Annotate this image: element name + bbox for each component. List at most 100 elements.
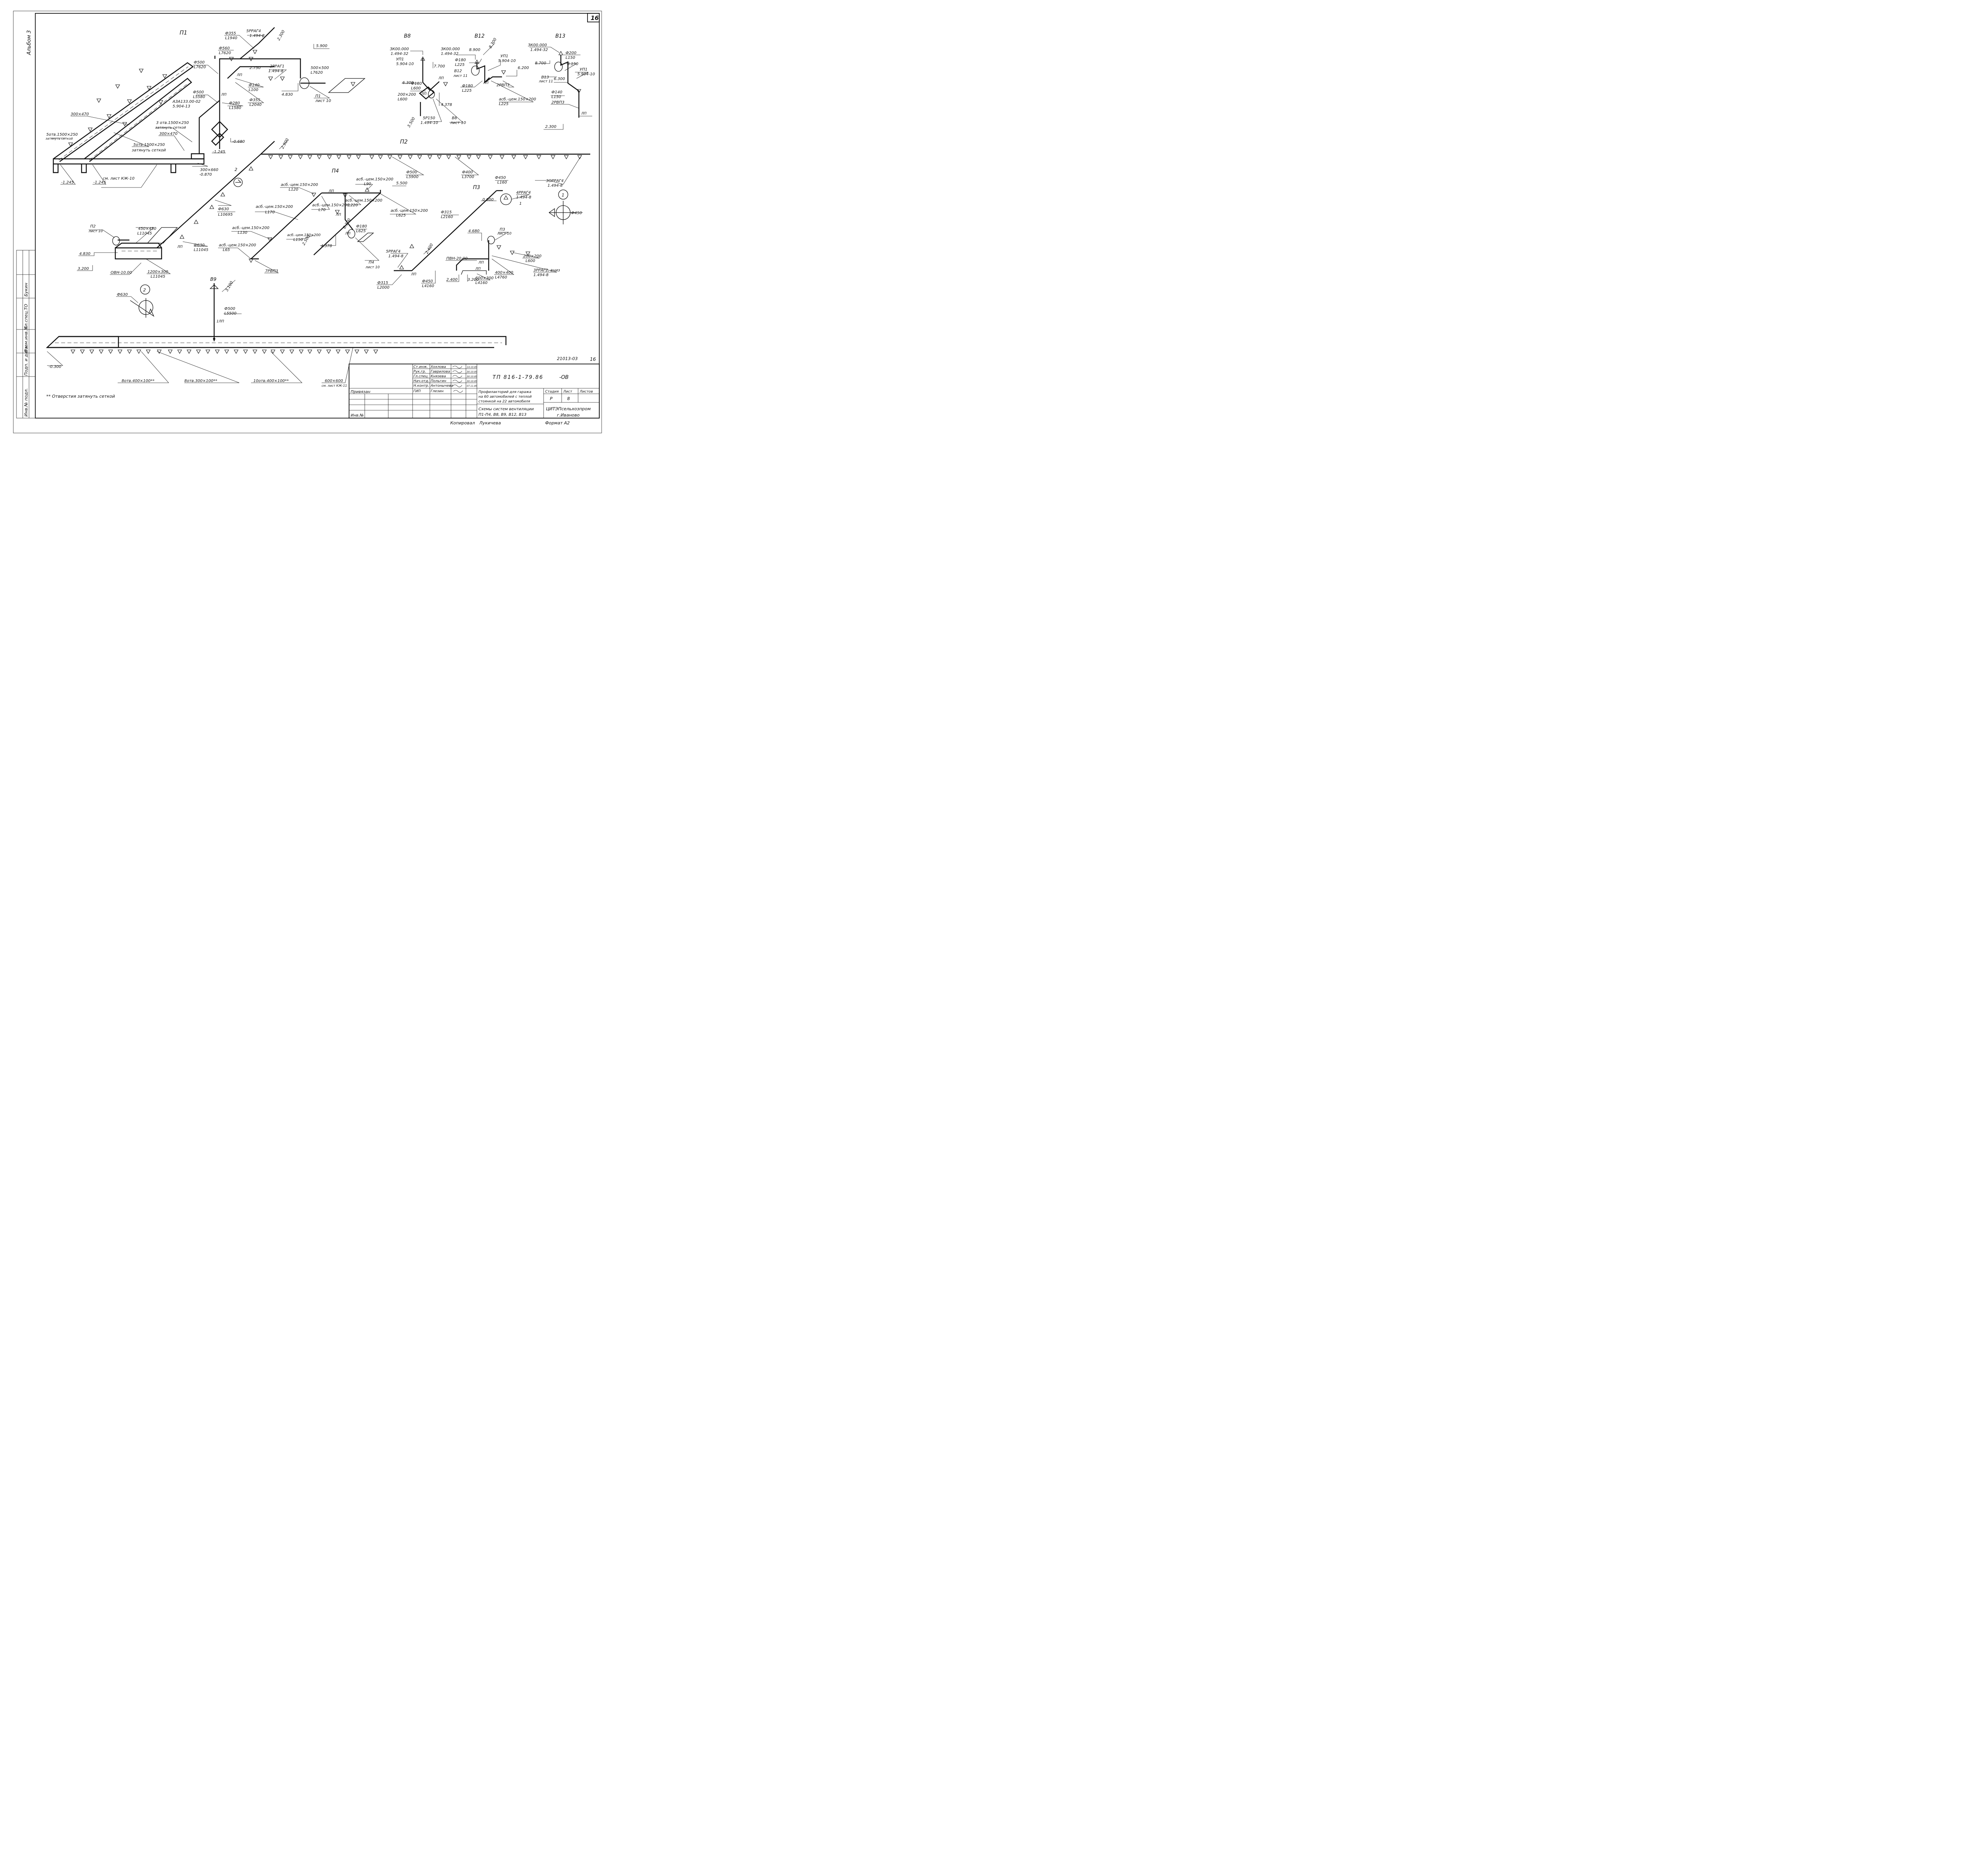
- p3-label-9: П3: [500, 227, 505, 232]
- p1-label-4: 2.300: [277, 29, 286, 41]
- project-line-1: на 60 автомобилей с теплой: [478, 395, 532, 399]
- p1-label-20: ЛП: [221, 93, 227, 97]
- project-line-2: стоянкой на 22 автомобиля: [478, 400, 530, 404]
- stage-header: Стадия: [545, 390, 559, 394]
- p4-label-21: L150: [293, 238, 303, 242]
- system-p4: П4 асб.-цем.150×200 L120 асб.-цем.150×20…: [218, 168, 428, 273]
- staff-date-1: 30.10.85: [467, 371, 477, 373]
- p1-label-31: 3 отв.1500×250: [156, 121, 189, 125]
- b13-label-14: ЛП: [581, 112, 587, 116]
- album-label: Альбом 3: [26, 30, 32, 55]
- p1-label-7: Ф500: [194, 60, 205, 65]
- p1-label-0: Ф355: [225, 31, 236, 36]
- p4-label-29: 7РВП3: [265, 269, 278, 273]
- b13-label-10: 5.904-10: [577, 72, 595, 76]
- b8-label-9: L600: [398, 97, 407, 102]
- p2-label-15: Ф630: [194, 243, 205, 247]
- system-b13: В13 ЗК00.000 1.494-32 Ф200 L150 8.700 8.…: [528, 33, 595, 130]
- format-label: Формат А2: [545, 420, 570, 426]
- b8-label-15: 1.494-10: [420, 121, 438, 125]
- p2-label-21: 1200×300: [147, 270, 168, 274]
- p2-label-1: Ф500: [406, 170, 417, 175]
- b9-label-6: 8отв.300×100**: [184, 379, 217, 383]
- p1-label-32: затянуть сеткой: [155, 126, 186, 130]
- p1-label-8: L7620: [194, 65, 206, 69]
- p1-label-9: 5.900: [316, 44, 327, 48]
- p4-label-13: L170: [265, 210, 275, 215]
- p1-label-44: см. лист КЖ-10: [103, 177, 135, 181]
- staff-name-1: Гаврилова: [431, 370, 450, 374]
- drawing-line-0: Схемы систем вентиляции: [478, 407, 534, 411]
- copier-name: Лукичева: [479, 420, 501, 426]
- b8-label-7: L600: [411, 86, 421, 91]
- p1-label-6: L7620: [219, 51, 231, 55]
- b12-label-10: 6.200: [518, 66, 529, 70]
- staff-name-0: Хохлова: [430, 365, 446, 369]
- p1-label-43: 300×660: [200, 168, 218, 172]
- org-name: ЦИТЭПсельхозпром: [546, 406, 591, 411]
- b13-label-8: 6.300: [554, 77, 565, 81]
- b12-label-12: L225: [462, 89, 472, 93]
- b8-label-6: Ф180: [411, 82, 422, 86]
- staff-name-2: Князева: [431, 375, 446, 378]
- p4-label-15: 6.300: [342, 218, 352, 229]
- p1-label-25: 4.830: [282, 93, 293, 97]
- p1-label-33: 300×470: [159, 132, 178, 136]
- p3-label-1: L160: [497, 180, 507, 185]
- p1-label-39: -1.245: [213, 150, 225, 154]
- p1-label-17: L100: [249, 88, 258, 92]
- p1-label-28: АЗА133.00-02: [172, 100, 200, 104]
- p1-label-27: лист 10: [315, 99, 331, 103]
- stamp-number: 21013-03: [557, 356, 578, 361]
- p4-label-5: ЛП: [328, 189, 334, 193]
- b8-title: В8: [404, 33, 411, 39]
- b9-label-2: L5500: [224, 311, 236, 316]
- staff-role-3: Нач.отд.: [413, 379, 429, 383]
- strip-label-sign: Подп. и дата: [24, 346, 29, 376]
- p3-label-6: Ф315: [441, 210, 452, 215]
- p1-label-10: 2.750: [249, 66, 261, 70]
- p3-label-16: 3РРАГ2, вниз: [533, 268, 560, 273]
- p1-label-1: L1940: [225, 36, 237, 40]
- p4-title: П4: [332, 168, 339, 174]
- p1-label-16: Ф140: [249, 83, 260, 87]
- b9-label-10: Ф630: [117, 293, 128, 297]
- b9-title: В9: [210, 277, 216, 282]
- p4-label-4: 5.500: [396, 181, 407, 186]
- p3-label-5: 0.600: [482, 198, 494, 202]
- b8-label-8: 200×200: [398, 93, 416, 97]
- staff-date-4: 07.11.85: [467, 385, 477, 388]
- p2-label-8: 2: [235, 167, 237, 172]
- b8-label-14: 5Р150: [423, 116, 435, 120]
- p3-label-18: 5РРАГ4: [386, 249, 400, 254]
- p3-label-8: 4.680: [468, 229, 480, 233]
- p1-label-42: -0.870: [199, 173, 212, 177]
- b13-label-1: 1.494-32: [530, 48, 548, 52]
- p4-label-2: асб.-цем.150×200: [356, 177, 393, 182]
- drawing-sheet: 16 Альбом 3 Инв.№ подл. Подп. и дата Вза…: [13, 11, 602, 433]
- p3-label-15: L600: [526, 259, 535, 263]
- system-p3: П3 Ф450 L160 4РРАГ4 1.494-8 1 0.600 Ф: [377, 176, 560, 290]
- p4-label-19: L130: [238, 231, 247, 235]
- sheets-header: Листов: [579, 390, 593, 394]
- b12-label-13: 2РВП3: [497, 83, 509, 87]
- p1-label-14: L7620: [311, 71, 323, 75]
- b12-label-15: L225: [499, 102, 509, 106]
- staff-role-5: ГИП: [413, 389, 421, 393]
- p1-label-3: 1.494-8: [249, 34, 265, 38]
- p2-label-16: L11045: [194, 248, 208, 252]
- p3-label-0: Ф450: [495, 176, 506, 180]
- b12-label-16: ЛП: [483, 81, 489, 85]
- b8-label-4: 7.700: [434, 64, 445, 69]
- p4-label-9: L220: [348, 203, 358, 207]
- stamp-sheet: 16: [590, 357, 596, 362]
- p2-label-4: L3700: [462, 175, 474, 179]
- p3-label-26: 3.200: [468, 278, 479, 282]
- b12-label-5: L225: [455, 63, 465, 67]
- p3-label-25: L4160: [475, 281, 488, 285]
- sheet-value: 8: [567, 396, 570, 401]
- b13-label-9: УП1: [580, 67, 588, 72]
- p1-label-2: 5РРАГ4: [246, 29, 261, 33]
- staff-role-4: Н.контр.: [413, 384, 429, 388]
- p2-label-18: 4.830: [79, 252, 91, 256]
